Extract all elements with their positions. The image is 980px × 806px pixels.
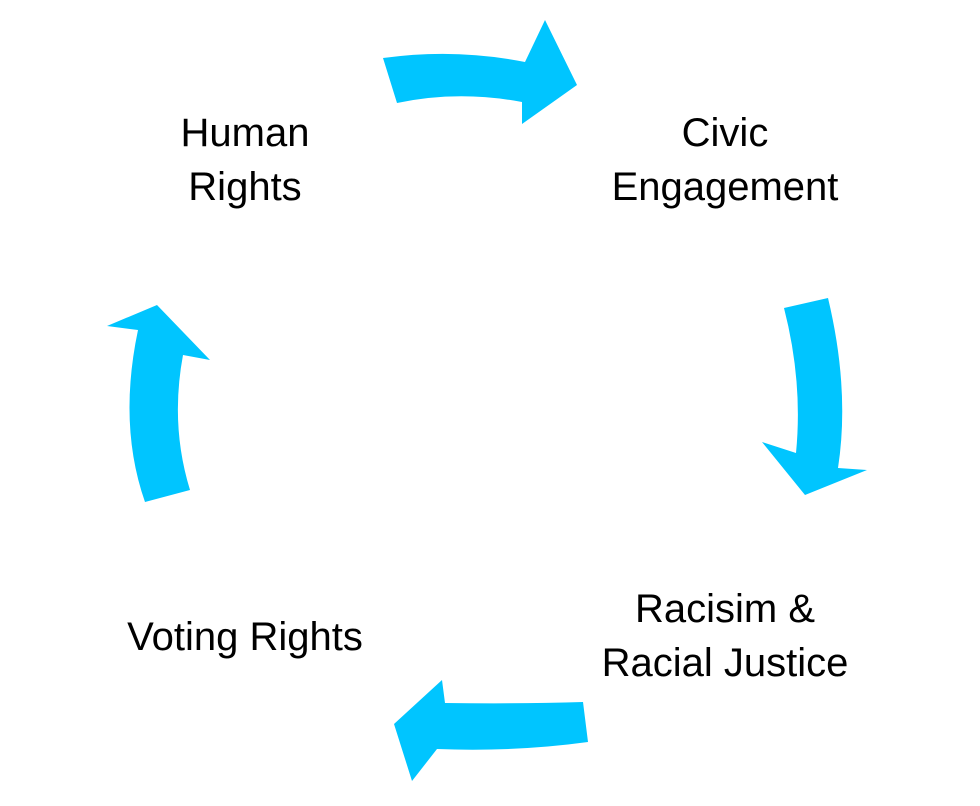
node-racism-line-1: Racisim & [634, 587, 816, 631]
arrow-top-right [383, 20, 577, 124]
node-civic-engagement: Civic Engagement [585, 106, 865, 214]
node-human-rights: Human Rights [120, 106, 370, 214]
node-civic-engagement-line-2: Engagement [611, 165, 839, 209]
node-human-rights-line-2: Rights [188, 165, 302, 209]
node-racism-racial-justice: Racisim & Racial Justice [580, 582, 870, 690]
arrow-right-down [762, 298, 867, 495]
node-voting-rights-line-1: Voting Rights [127, 615, 363, 659]
arrow-left-up [107, 305, 210, 502]
node-human-rights-line-1: Human [180, 111, 310, 155]
arrow-bottom-left [394, 680, 588, 781]
node-voting-rights: Voting Rights [95, 610, 395, 664]
node-civic-engagement-line-1: Civic [681, 111, 769, 155]
node-racism-line-2: Racial Justice [601, 641, 849, 685]
